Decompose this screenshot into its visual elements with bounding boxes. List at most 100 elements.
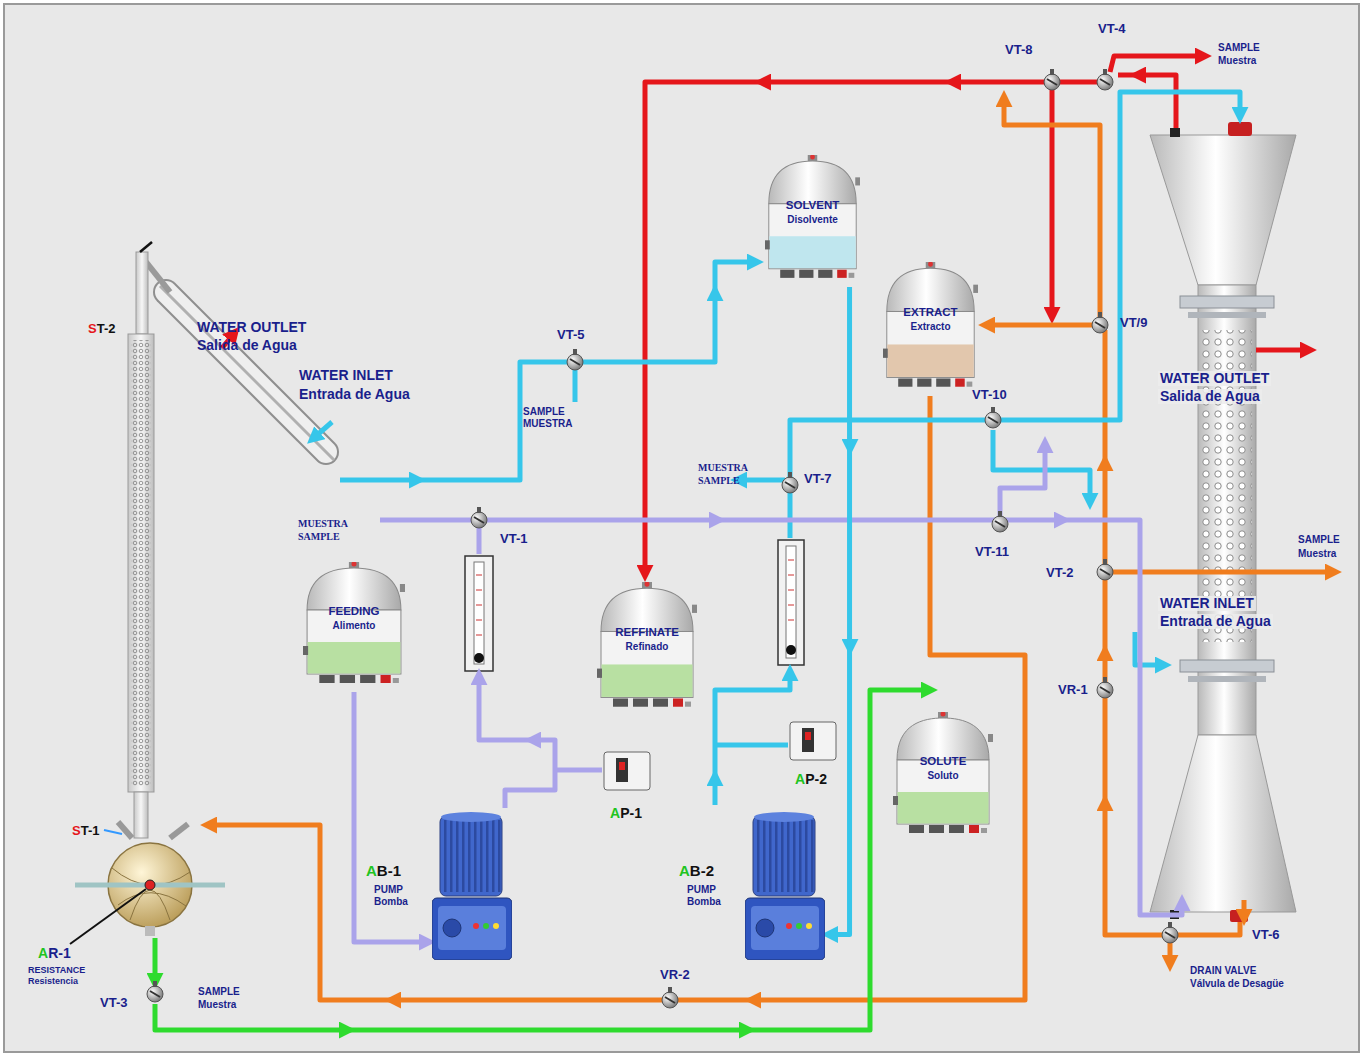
- tank-outline-part: [897, 760, 989, 824]
- pump-outline-part: [473, 923, 479, 929]
- valve-tag: ST-1: [72, 824, 99, 838]
- annotation-label: SAMPLE: [698, 475, 740, 486]
- pipe-orange-part: [1004, 102, 1100, 320]
- valve-tag: VR-1: [1058, 683, 1088, 697]
- tank-outline-part: [303, 646, 308, 655]
- tank-outline-part: [893, 796, 898, 805]
- tank-outline-part: [837, 270, 847, 278]
- pump-outline: [432, 810, 512, 960]
- tag-prefix: A: [795, 771, 805, 787]
- tank-outline-part: [673, 698, 683, 706]
- pump-outline-part: [769, 820, 772, 892]
- pump-outline-part: [486, 820, 489, 892]
- pressure-switch-part: [805, 732, 811, 740]
- pipe-cyan-part: [340, 262, 752, 480]
- pipe-orange-part: [1103, 466, 1108, 470]
- pipe-cyan-part: [573, 370, 578, 402]
- tank-outline-part: [319, 675, 334, 683]
- tank-outline-part: [381, 675, 391, 683]
- annotation-label: AP-1: [610, 806, 642, 821]
- tank-outline-part: [941, 712, 946, 717]
- distillation-column-part: [170, 824, 188, 838]
- valve-tag: VT-8: [1005, 43, 1032, 57]
- valve-tag: VT-10: [972, 388, 1007, 402]
- pump-outline-part: [805, 820, 808, 892]
- tank-outline-part: [602, 664, 693, 696]
- annotation-label: Muestra: [198, 999, 236, 1010]
- pressure-switch-part: [604, 752, 650, 790]
- pipe-connector: [833, 287, 850, 935]
- tank-outline-part: [613, 698, 628, 706]
- storage-tank: SOLVENTDisolvente: [765, 155, 860, 287]
- pipe-lavender-part: [380, 520, 1182, 915]
- pressure-switch-part: [616, 758, 628, 782]
- pipe-lavender: [380, 448, 1182, 915]
- tank-outline-part: [955, 378, 965, 386]
- pump-outline-part: [796, 923, 802, 929]
- pump-outline-part: [474, 820, 477, 892]
- pipe-red-part: [1256, 348, 1305, 353]
- pressure-switch-part: [619, 762, 625, 770]
- pipe-orange-part: [990, 323, 1100, 328]
- pipe-green: [155, 690, 926, 1030]
- pipe-cyan-part: [715, 676, 790, 805]
- distillation-column-part: [128, 334, 154, 792]
- pump-outline-part: [456, 820, 459, 892]
- extraction-column: [1150, 122, 1296, 922]
- pipe-orange-part: [212, 396, 1025, 1000]
- pipe-orange-part: [1110, 570, 1330, 575]
- pump-tag: AB-2: [679, 862, 714, 879]
- pipe-orange-part: [396, 998, 400, 1003]
- tank-outline-part: [887, 344, 973, 376]
- valve-tag: VT-3: [100, 996, 127, 1010]
- pump-outline-part: [480, 820, 483, 892]
- tank-outline-part: [340, 675, 355, 683]
- tank-subname: Extracto: [883, 321, 978, 332]
- annotation-label: Salida de Agua: [1158, 389, 1262, 404]
- pipe-green-part: [155, 690, 926, 1030]
- rotameter-part: [778, 540, 804, 665]
- tank-outline-part: [769, 161, 856, 204]
- annotation-label: MUESTRA: [298, 518, 348, 529]
- pipe-green-part: [740, 1028, 744, 1033]
- pump-outline-part: [440, 816, 502, 896]
- pump-outline-part: [444, 820, 447, 892]
- pipe-cyan-part: [790, 92, 1240, 538]
- tag-rest: R-1: [48, 945, 71, 961]
- pipe-cyan: [316, 92, 1240, 805]
- pipe-orange-part: [1105, 330, 1240, 935]
- pipe-lavender-part: [536, 738, 540, 743]
- pipe-cyan-part: [410, 478, 414, 483]
- extraction-column-part: [1188, 312, 1266, 318]
- storage-tank: SOLUTESoluto: [893, 712, 993, 842]
- tank-outline-part: [928, 262, 933, 267]
- pump-outline-part: [498, 820, 501, 892]
- tank-outline-part: [855, 177, 860, 185]
- pump-label: PUMP Bomba: [374, 884, 424, 907]
- annotation-label: WATER INLET: [299, 368, 393, 383]
- tank-outline-part: [936, 378, 950, 386]
- pump-outline: [745, 810, 825, 960]
- tank-outline-part: [780, 270, 794, 278]
- pump-outline-part: [493, 923, 499, 929]
- tank-outline-part: [898, 378, 912, 386]
- annotation-label: WATER INLET: [1158, 596, 1256, 611]
- extraction-column-part: [1150, 735, 1296, 912]
- pump-outline-part: [432, 898, 512, 960]
- valve-symbol-part: [471, 507, 487, 528]
- tank-subname: Alimento: [303, 620, 405, 631]
- pipe-red-part: [766, 80, 770, 85]
- distillation-column-part: [134, 792, 148, 838]
- pump-outline-part: [781, 820, 784, 892]
- pump-outline-part: [787, 820, 790, 892]
- tank-outline-part: [810, 155, 815, 160]
- tank-outline-part: [307, 568, 401, 610]
- pump-tag: AB-1: [366, 862, 401, 879]
- pipe-red-part: [956, 80, 960, 85]
- tank-name: REFFINATE: [597, 626, 697, 638]
- pipe-orange-part: [1168, 942, 1173, 960]
- valve-symbol-part: [782, 472, 798, 493]
- pipe-green-part: [340, 1028, 344, 1033]
- annotation-label: MUESTRA: [523, 418, 572, 429]
